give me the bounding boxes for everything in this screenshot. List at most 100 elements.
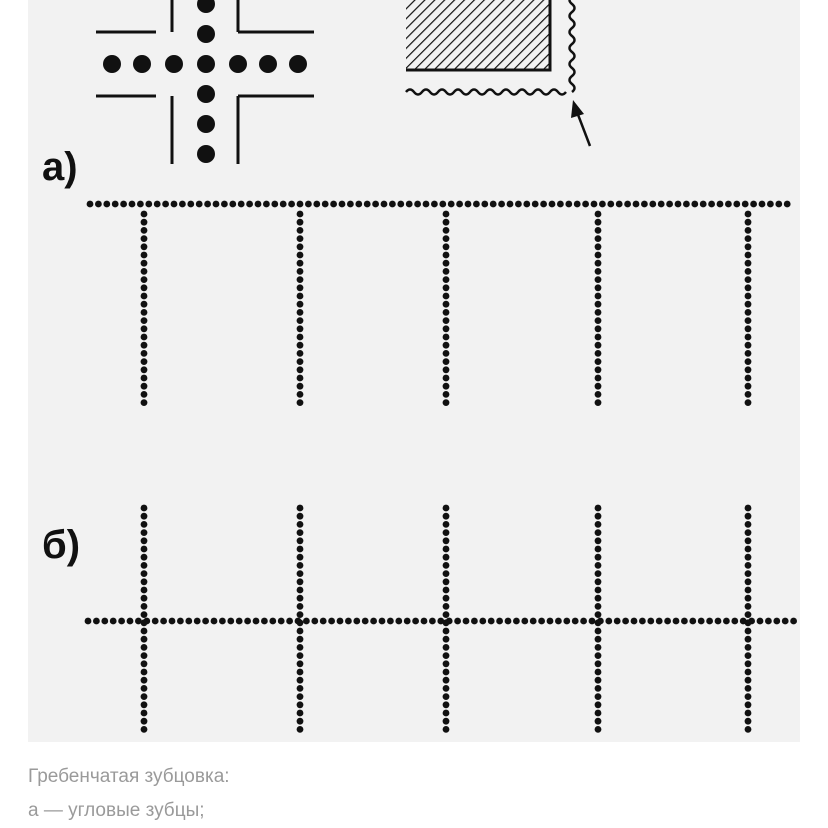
comb-perforation-b: [84, 504, 797, 733]
perforation-hole: [594, 227, 602, 234]
perforation-hole: [296, 685, 304, 692]
perforation-hole: [442, 676, 450, 684]
perforation-hole: [431, 200, 438, 208]
cross-hole: [259, 55, 277, 73]
perforation-hole: [252, 617, 260, 625]
perforation-hole: [555, 617, 562, 625]
perforation-hole: [187, 200, 195, 208]
perforation-hole: [744, 374, 752, 382]
perforation-hole: [624, 200, 631, 208]
perforation-hole: [442, 635, 450, 643]
perforation-hole: [594, 333, 602, 341]
perforation-hole: [744, 701, 752, 709]
perforation-hole: [666, 200, 673, 208]
stamp-image-border: [406, 0, 552, 72]
perforation-hole: [744, 652, 752, 659]
perforation-hole: [277, 617, 285, 625]
perforation-hole: [540, 200, 547, 208]
perforation-hole: [140, 578, 148, 586]
perforation-hole: [140, 309, 148, 316]
perforation-hole: [594, 374, 602, 382]
perforation-hole: [246, 200, 254, 208]
perforation-hole: [681, 617, 688, 625]
perforation-hole: [140, 668, 148, 676]
perforation-hole: [594, 676, 602, 684]
perforation-hole: [594, 594, 602, 602]
perforation-hole: [594, 619, 602, 627]
perforation-hole: [319, 617, 327, 625]
perforation-hole: [296, 333, 304, 341]
perforation-hole: [86, 200, 94, 208]
perforation-hole: [506, 200, 514, 208]
perforation-hole: [758, 200, 766, 208]
perforation-hole: [140, 709, 148, 717]
perforation-hole: [790, 617, 797, 625]
perforation-hole: [269, 617, 277, 625]
perforation-hole: [538, 617, 545, 625]
perforation-hole: [140, 358, 148, 365]
perforation-hole: [481, 200, 489, 208]
panel-label-a: а): [42, 145, 78, 189]
perforation-hole: [370, 617, 377, 625]
perforation-hole: [442, 300, 450, 308]
perforation-hole: [303, 617, 310, 625]
perforation-hole: [140, 512, 148, 520]
perforation-hole: [296, 309, 304, 316]
perforation-hole: [513, 617, 520, 625]
perforation-hole: [330, 200, 337, 208]
perforation-hole: [773, 617, 781, 625]
perforation-hole: [594, 668, 602, 676]
perforation-hole: [594, 717, 602, 725]
perforation-hole: [210, 617, 218, 625]
perforation-hole: [414, 200, 421, 208]
perforation-hole: [765, 617, 772, 625]
perforation-hole: [442, 586, 450, 594]
perforation-hole: [296, 709, 304, 717]
perforation-hole: [140, 391, 148, 398]
perforation-hole: [521, 617, 529, 625]
perforation-hole: [649, 200, 657, 208]
perforation-hole: [296, 350, 304, 357]
perforation-hole: [744, 512, 752, 520]
perforation-hole: [594, 693, 602, 700]
perforation-hole: [594, 292, 602, 300]
perforation-hole: [442, 685, 450, 692]
perforation-hole: [328, 617, 335, 625]
perforation-hole: [296, 358, 304, 365]
perforation-hole: [599, 200, 606, 208]
perforation-hole: [573, 200, 581, 208]
perforation-hole: [590, 200, 598, 208]
perforation-hole: [594, 578, 602, 586]
perforation-hole: [750, 200, 757, 208]
perforation-hole: [296, 292, 304, 300]
perforation-hole: [111, 200, 119, 208]
perforation-hole: [442, 251, 450, 259]
perforation-hole: [442, 693, 450, 700]
perforation-hole: [744, 676, 752, 684]
perforation-hole: [296, 284, 304, 292]
perforation-hole: [594, 521, 602, 528]
perforation-hole: [126, 617, 134, 625]
perforation-hole: [296, 317, 304, 324]
perforation-hole: [311, 617, 319, 625]
perforation-hole: [372, 200, 379, 208]
perforation-hole: [594, 210, 602, 218]
perforation-hole: [128, 200, 136, 208]
perforation-hole: [442, 660, 450, 668]
perforation-hole: [140, 594, 148, 602]
perforation-hole: [442, 611, 450, 618]
perforation-hole: [296, 300, 304, 308]
perforation-hole: [442, 317, 450, 324]
perforation-hole: [442, 218, 450, 226]
cross-hole: [197, 145, 215, 163]
perforation-hole: [442, 652, 450, 659]
perforation-hole: [195, 200, 203, 208]
perforation-hole: [355, 200, 363, 208]
perforation-hole: [103, 200, 111, 208]
perforation-hole: [442, 529, 450, 536]
perforation-hole: [674, 200, 682, 208]
perforation-hole: [140, 644, 148, 651]
perforation-hole: [120, 200, 127, 208]
perforation-hole: [345, 617, 352, 625]
pointer-arrow-shaft: [575, 111, 592, 147]
